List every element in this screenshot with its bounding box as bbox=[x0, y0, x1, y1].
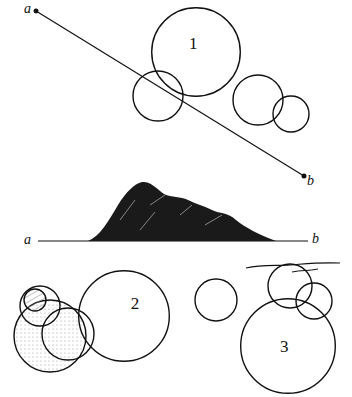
region-number: 1 bbox=[189, 35, 198, 52]
circle-region: 3 bbox=[240, 298, 336, 394]
profile-texture bbox=[120, 195, 222, 230]
small-circle bbox=[133, 71, 183, 121]
circle-region: 1 bbox=[151, 7, 241, 97]
small-circle bbox=[195, 279, 237, 321]
squiggle-line bbox=[246, 263, 340, 268]
small-circle bbox=[24, 289, 46, 311]
region-number: 3 bbox=[280, 338, 289, 355]
line-end bbox=[34, 9, 38, 13]
end-letter: a bbox=[24, 2, 31, 16]
circle-region: 2 bbox=[78, 270, 170, 362]
end-letter: b bbox=[307, 174, 314, 188]
end-letter: b bbox=[312, 232, 319, 246]
squiggle-line bbox=[292, 269, 318, 272]
circle-outline bbox=[152, 8, 241, 97]
circle-outline bbox=[151, 7, 241, 97]
line-end bbox=[302, 174, 306, 178]
circle-outline bbox=[78, 270, 170, 362]
small-circle bbox=[42, 308, 94, 360]
small-circle bbox=[233, 75, 283, 125]
shaded-circle bbox=[14, 300, 86, 372]
end-letter: a bbox=[24, 233, 31, 247]
circle-outline bbox=[79, 271, 170, 362]
region-number: 2 bbox=[131, 295, 140, 312]
section-line bbox=[36, 11, 304, 176]
circle-outline bbox=[241, 299, 336, 394]
profile-silhouette bbox=[88, 182, 276, 241]
small-circle bbox=[273, 96, 309, 132]
small-circle bbox=[20, 286, 60, 326]
